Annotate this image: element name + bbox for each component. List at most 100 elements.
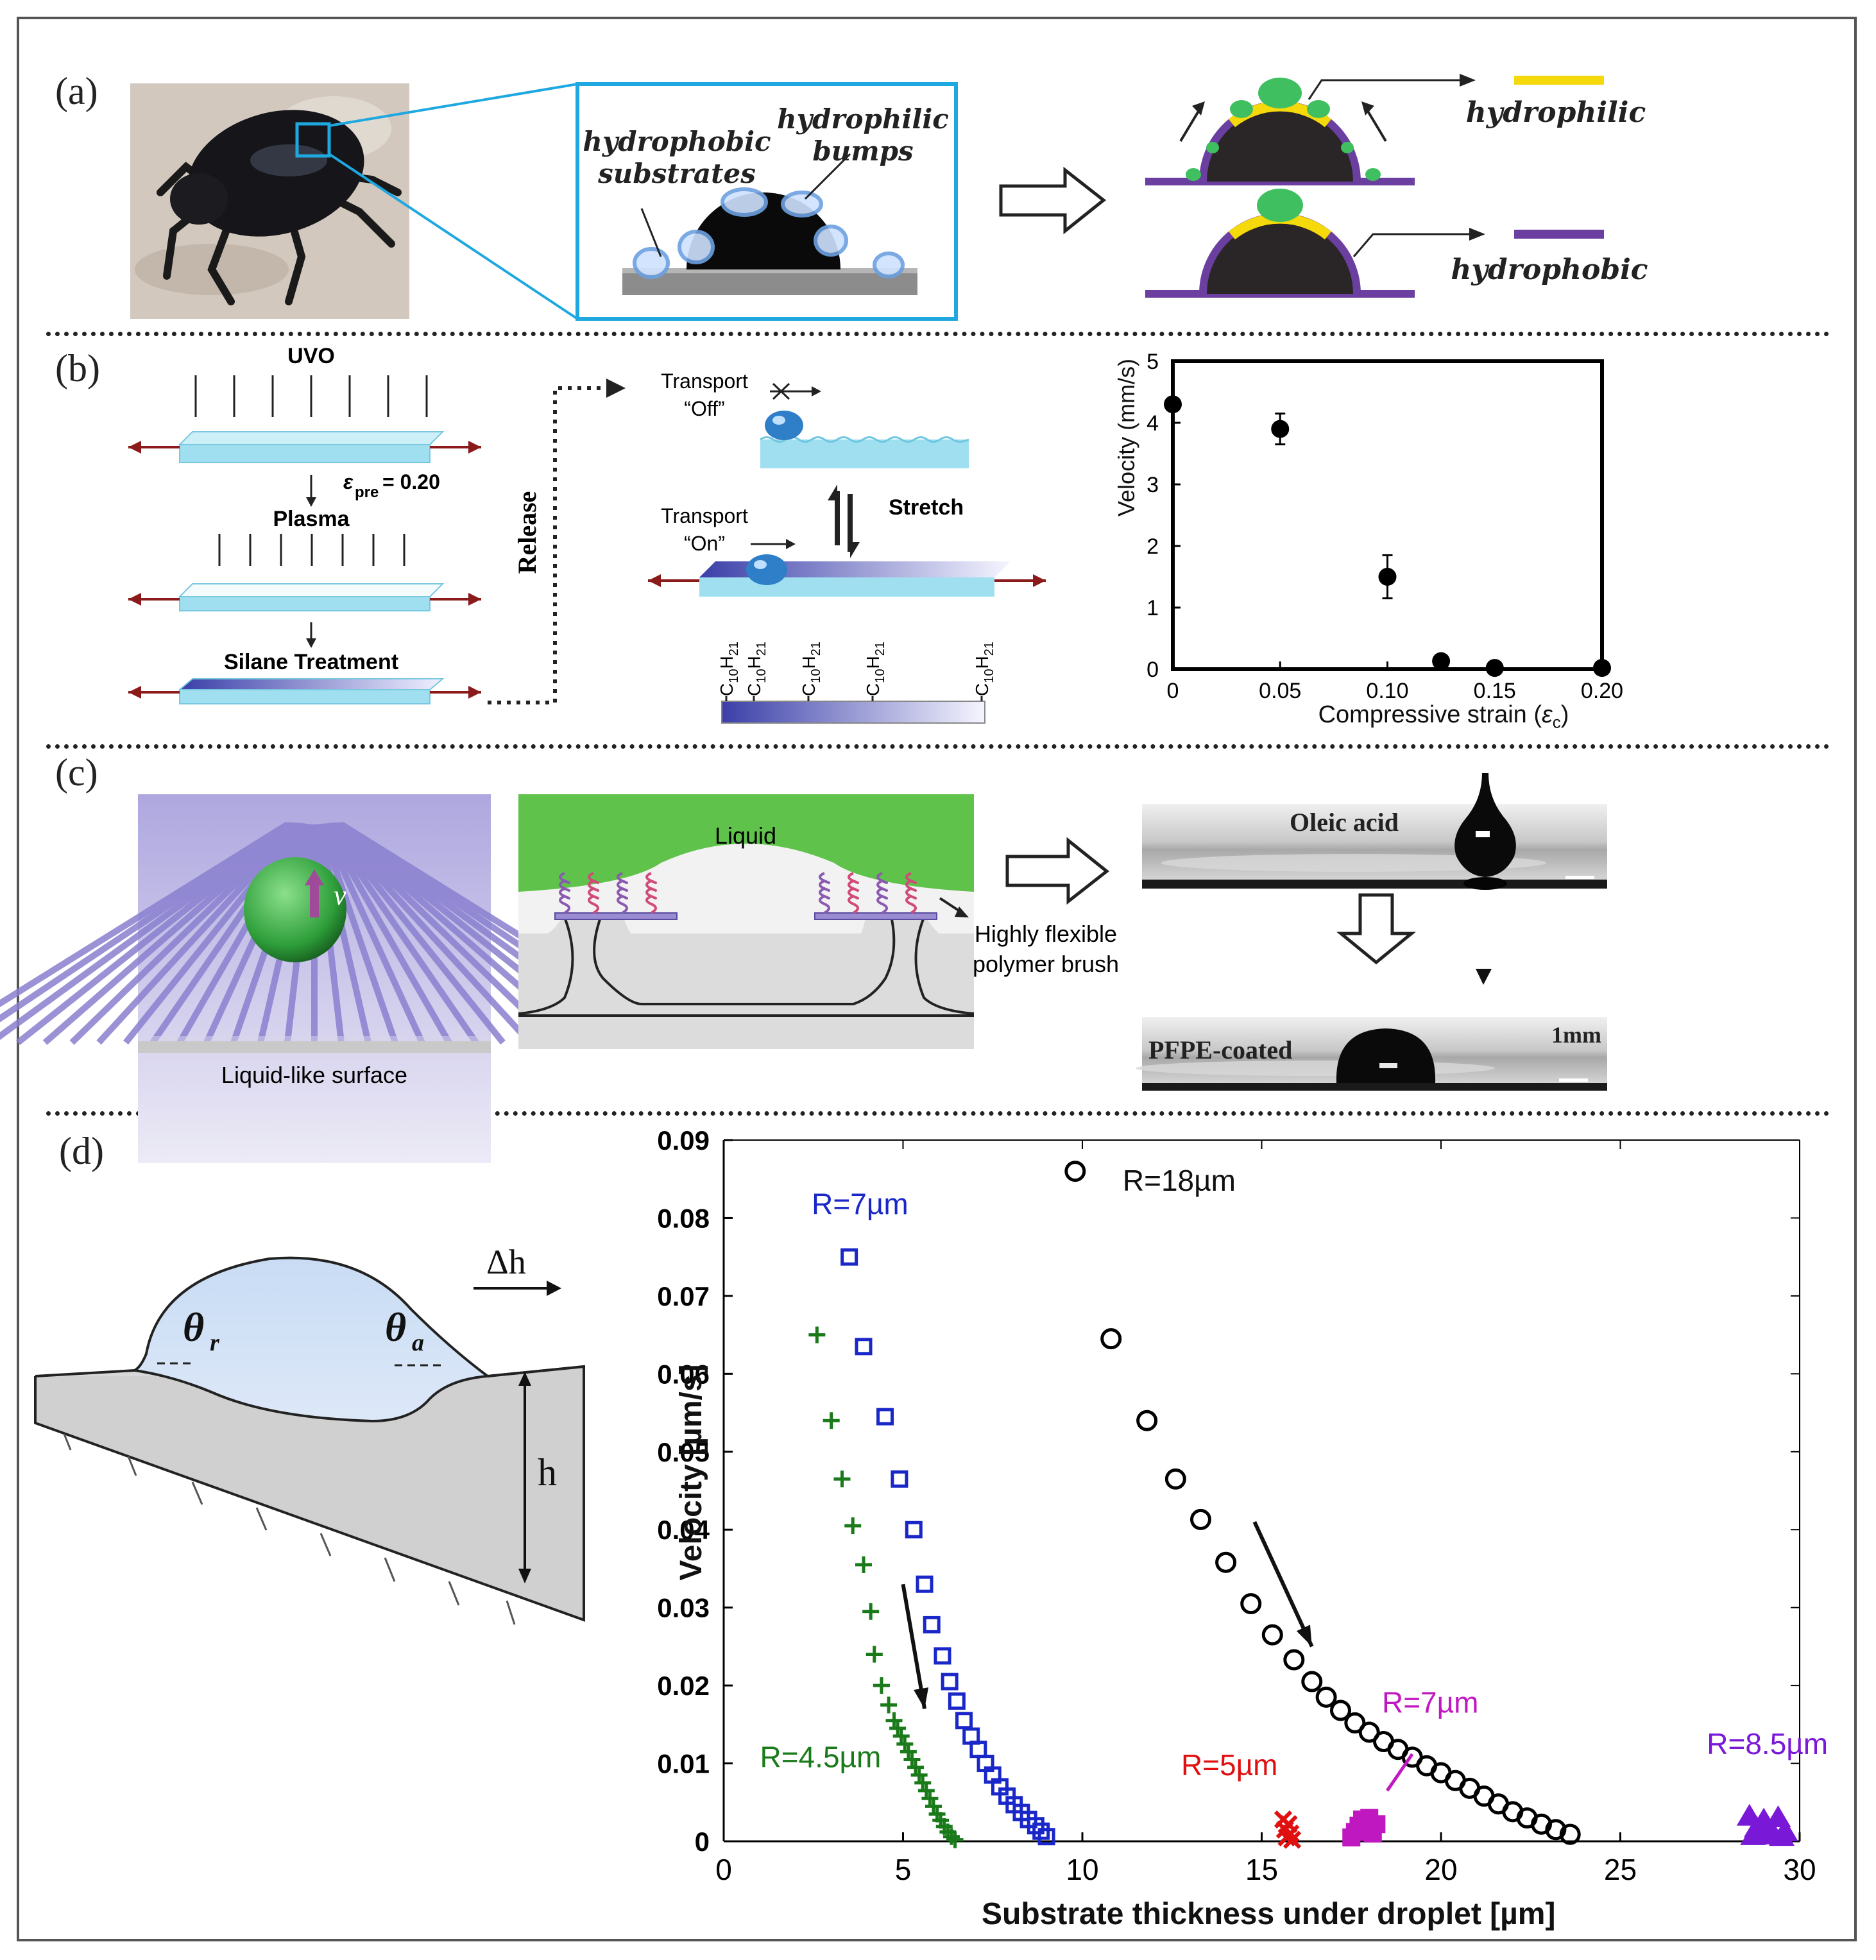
chart-d-point [1240,1593,1262,1615]
chart-b-point [1593,659,1611,677]
chart-d-ytick-label: 0.09 [657,1125,710,1155]
chain-label: C10H21 [744,642,769,696]
chain-label-part: 21 [873,642,887,656]
chart-d-point [885,1712,903,1729]
epsilon-pre-symbol: ε [343,470,354,493]
chart-d-point [941,1673,959,1691]
chain-label-part: H [717,656,737,669]
chain-label-part: C [863,683,883,696]
surface-stripe [0,821,289,1007]
chart-d-point [1261,1624,1283,1646]
chart-d-ylabel: Velocity [µm/s] [674,1364,708,1581]
chart-b-ytick-label: 5 [1147,350,1159,374]
label-stretch: Stretch [889,495,964,520]
chart-d-point [914,1774,932,1791]
chart-d-point [905,1521,923,1538]
chain-label-part: 10 [873,669,887,683]
chart-d-point [808,1326,826,1343]
chain-label-part: 10 [809,669,823,683]
delta-h: Δh [486,1243,526,1281]
chart-d-point [1559,1823,1581,1845]
chart-d-ytick-label: 0.05 [657,1437,710,1467]
chain-label: C10H21 [863,642,887,696]
panel-label-c: (c) [55,751,98,794]
chart-d-point [1545,1819,1567,1841]
surface-stripe [327,822,533,1045]
chart-d-point [903,1751,921,1768]
series-annotation: R=5µm [1181,1748,1278,1782]
chain-label-part: H [799,656,819,669]
surface-stripe [325,822,506,1045]
transport-off-1: Transport [661,370,748,393]
chart-b-xtick-label: 0.15 [1474,679,1516,703]
chart-d-point [907,1759,925,1776]
chart-d-xtick-label: 5 [895,1853,912,1886]
label-oleic-acid: Oleic acid [1290,808,1399,837]
slab-1 [128,431,481,463]
chart-b-ytick-label: 0 [1147,658,1159,682]
chart-b-xlabel: Compressive strain (εc) [1219,701,1668,733]
chart-b-point [1432,652,1451,670]
chart-d-point [862,1603,880,1620]
chain-label-part: H [744,656,764,669]
chart-b-ytick-label: 2 [1147,534,1159,559]
panel-label-d: (d) [59,1130,104,1172]
chart-d-point [840,1248,858,1266]
theta-a: θ [385,1304,406,1350]
polymer-brush [905,872,917,914]
chart-d-point [917,1782,935,1800]
beetle-photo [130,83,409,319]
epsilon-pre-sub: pre [355,484,379,501]
transport-on-1: Transport [661,504,748,527]
chart-d-point [955,1712,973,1730]
label-silane: Silane Treatment [224,650,398,674]
chart-d-point [1283,1830,1302,1849]
chart-b-point [1378,568,1397,586]
chart-d-xtick-label: 15 [1245,1853,1278,1886]
velocity-symbol: v [334,880,346,911]
chart-d-point [1329,1700,1351,1721]
chart-b-point [1485,659,1504,677]
chart-d-point [1164,1468,1186,1490]
plasma-arrows [218,534,405,566]
process-arrow-c [1005,837,1110,905]
chart-b-point [1164,395,1182,414]
legend-hydrophobic: hydrophobic [1451,253,1648,286]
separator-ab [46,332,1830,336]
chart-d-point [934,1647,951,1665]
chart-d-point [925,1798,942,1815]
figure-frame [17,17,1857,1941]
chain-label: C10H21 [717,642,741,696]
chart-d-point [833,1470,851,1488]
chart-d-point [1769,1824,1795,1846]
label-hydrophobic-substrates-1: hydrophobic [583,126,771,157]
transport-on-2: “On” [684,532,725,555]
chart-d-point [896,1735,914,1753]
chain-label-part: 21 [809,642,823,656]
panel-label-a: (a) [55,70,98,112]
bump-hydrophobic-schematic: hydrophobic [1145,189,1648,298]
panel-a: hydrophobic substrates hydrophilic bumps… [130,74,1648,321]
label-release: Release [513,491,541,574]
panel-c: v Liquid-like surface Liquid Highly flex… [0,773,1607,1163]
surface-stripe [69,822,300,1045]
series-annotation: R=8.5µm [1707,1727,1828,1760]
panel-b-schematic: UVO ε pre = 0.20 Plasma Silane Treatment [128,344,1046,724]
polymer-brush [819,872,830,914]
chart-d-point [892,1728,910,1745]
theta-r-sub: r [210,1329,220,1356]
chain-label-part: H [972,656,992,669]
chart-b-xlabel-end: ) [1560,701,1569,728]
chart-b-ytick-label: 4 [1147,411,1159,436]
chart-d-ytick-label: 0.02 [657,1671,710,1701]
polymer-brush [645,872,657,914]
chart-d-point [948,1692,966,1710]
label-plasma: Plasma [273,507,350,531]
chart-d-xtick-label: 30 [1783,1853,1816,1886]
chain-label-part: 10 [755,669,769,683]
series-annotation: R=18µm [1123,1164,1236,1197]
chain-label-part: C [717,683,737,696]
liquid-like-surface-image: v [0,794,694,1163]
